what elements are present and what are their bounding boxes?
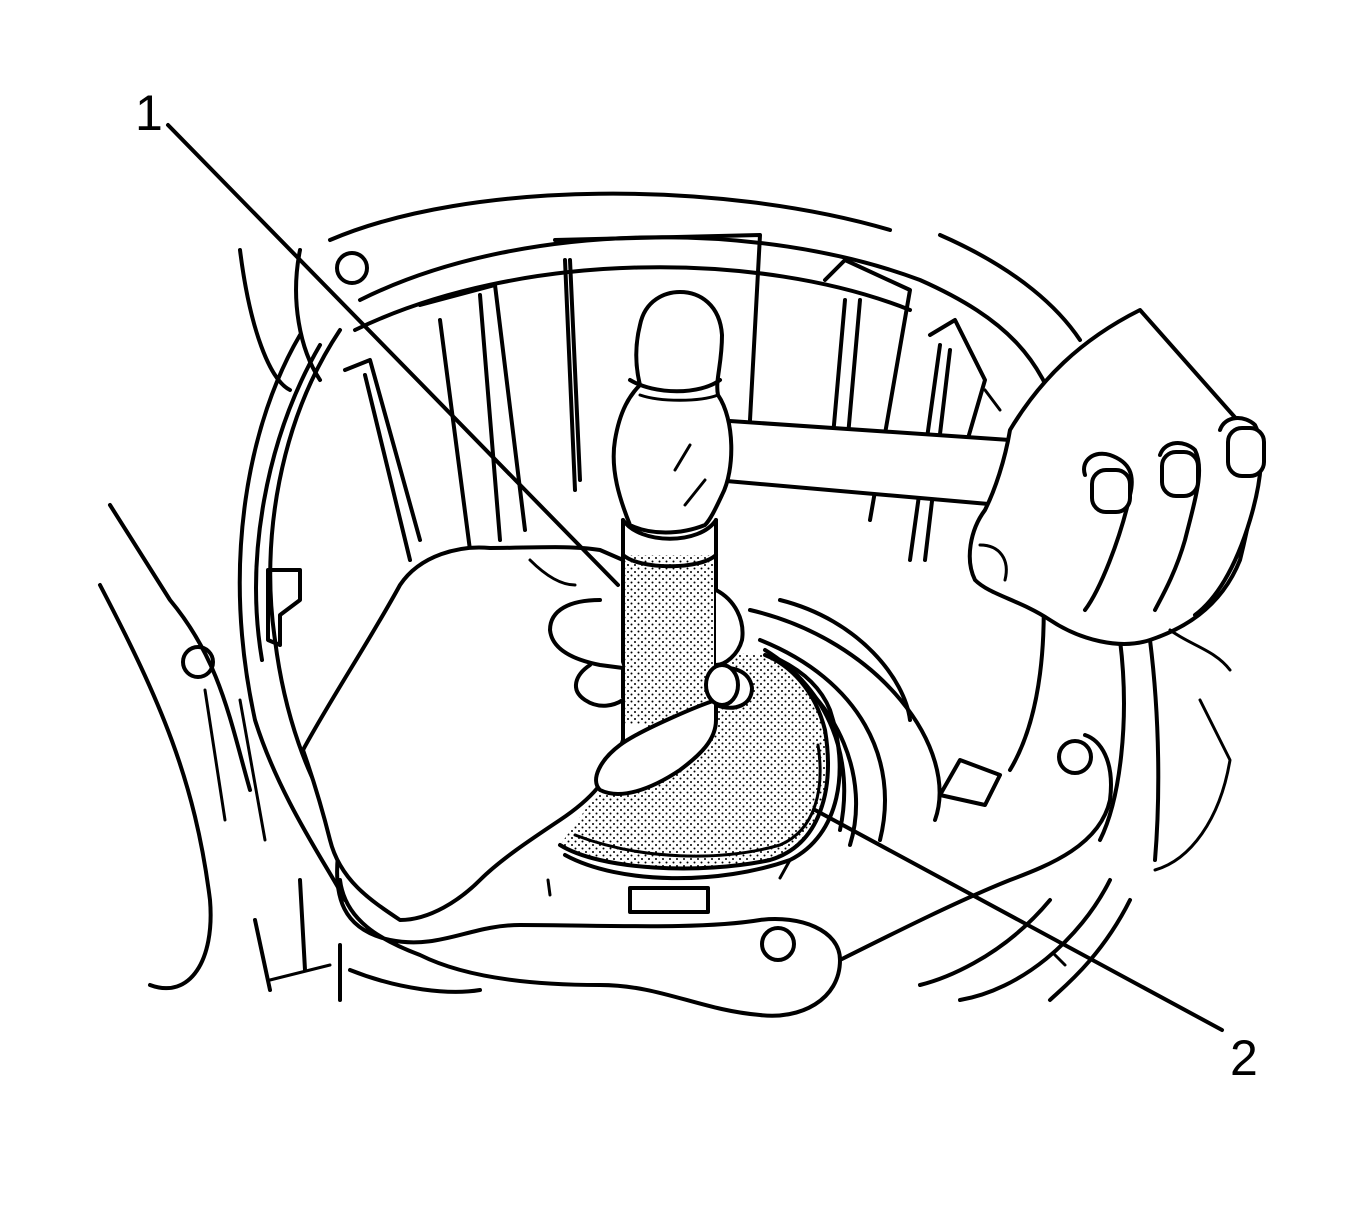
callout-1-leader: [166, 123, 620, 587]
right-hand: [967, 308, 1266, 672]
callout-2-label: 2: [1230, 1030, 1258, 1086]
callout-leaders: [166, 123, 1224, 1032]
housing-ribs: [343, 233, 1002, 562]
callout-2-leader: [813, 808, 1224, 1032]
callout-1-label: 1: [135, 85, 163, 141]
left-hand: [301, 545, 754, 922]
hammer: [611, 290, 1012, 535]
